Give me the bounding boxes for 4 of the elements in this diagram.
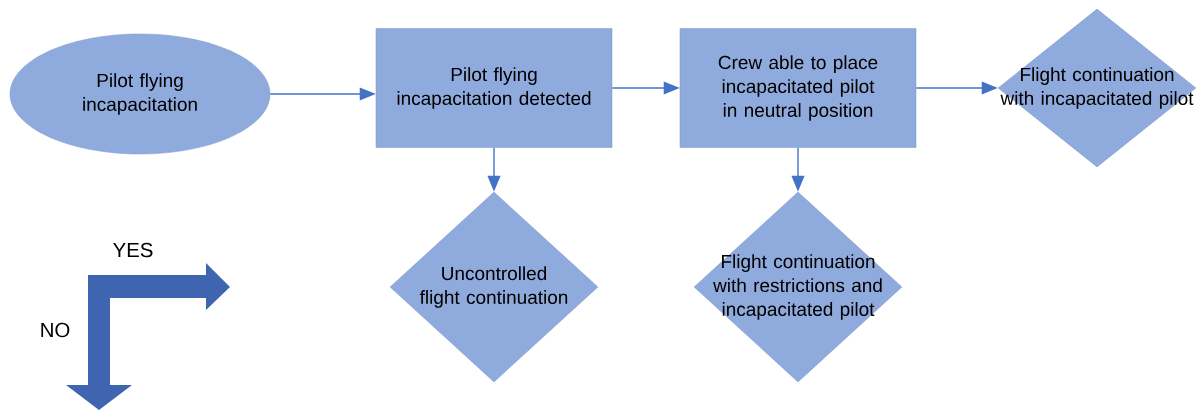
process-box: Pilot flying incapacitation detected	[375, 28, 613, 148]
key-label: NO	[41, 322, 70, 338]
key-label: YES	[113, 242, 153, 258]
process-box: Crew able to place incapacitated pilot in neutral position	[679, 28, 917, 148]
